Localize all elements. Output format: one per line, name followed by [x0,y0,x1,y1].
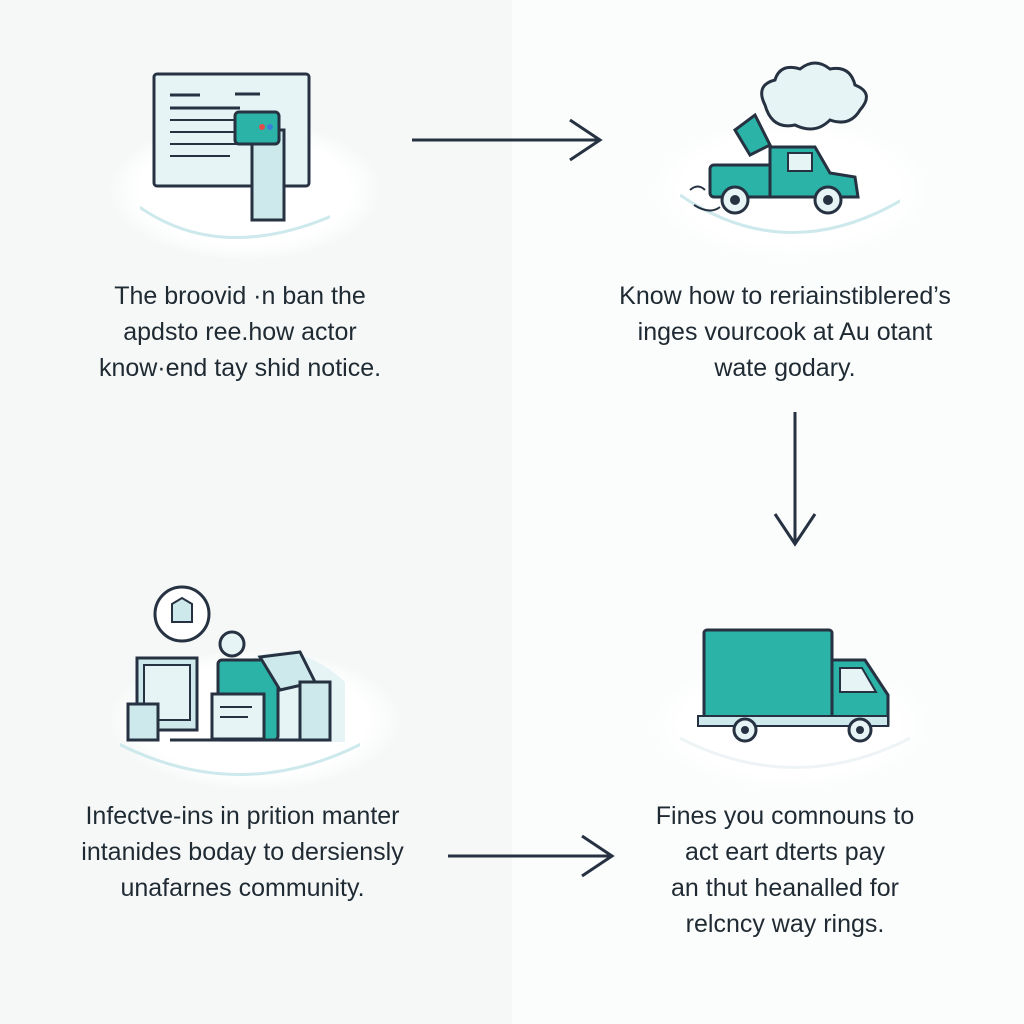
step-2-caption: Know how to reriainstiblered’s inges vou… [590,278,980,386]
step-4-caption: Fines you comnouns to act eart dterts pa… [620,798,950,942]
step-1-line-1: The broovid ·n ban the [114,282,366,310]
step-1-caption: The broovid ·n ban the apdsto ree.how ac… [60,278,420,386]
step-3-line-2: intanides boday to dersiensly [81,838,404,866]
step-3-line-3: unafarnes community. [120,874,365,902]
step-2-line-2: inges vourcook at Au otant [637,318,933,346]
truck-cloud-icon [680,61,900,234]
arrow-right-1 [412,118,603,162]
arrow-down [773,412,817,547]
step-1-line-2: apdsto ree.how actor [123,318,357,346]
document-chat-icon [140,72,330,239]
step-4-line-4: relcncy way rings. [685,910,885,938]
step-4-line-1: Fines you comnouns to [655,802,915,830]
office-workspace-icon [120,585,360,776]
step-2-line-1: Know how to reriainstiblered’s [619,282,951,310]
arrow-right-2 [448,834,615,878]
step-3-caption: Infectve-ins in prition manter intanides… [50,798,435,906]
step-3-line-1: Infectve-ins in prition manter [85,802,400,830]
step-2-line-3: wate godary. [714,354,856,382]
step-4-line-2: act eart dterts pay [684,838,886,866]
step-1-line-3: know·end tay shid notice. [98,354,382,382]
delivery-truck-icon [680,628,910,769]
step-4-line-3: an thut heanalled for [671,874,899,902]
